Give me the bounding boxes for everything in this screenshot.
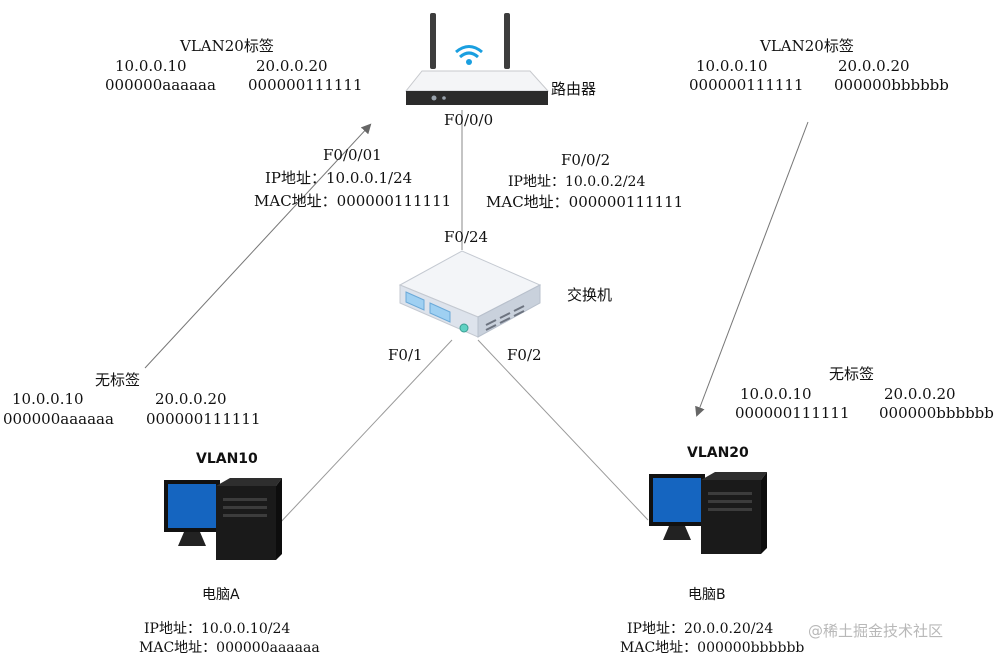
switch-port-f0-1: F0/1 [388,346,423,364]
pc-b-vlan-label: VLAN20 [687,445,749,461]
subinterface-right-name: F0/0/2 [561,151,611,169]
frame-bottom-right-src-ip: 10.0.0.10 [740,385,812,403]
frame-bottom-right-tag: 无标签 [829,365,875,383]
pc-a-label: 电脑A [202,587,240,603]
frame-top-right-dst-ip: 20.0.0.20 [838,57,910,75]
frame-bottom-left-src-mac: 000000aaaaaa [3,410,114,428]
frame-top-right-src-mac: 000000111111 [689,76,804,94]
frame-bottom-right-src-mac: 000000111111 [735,404,850,422]
frame-bottom-left-src-ip: 10.0.0.10 [12,390,84,408]
pc-b-mac: MAC地址：000000bbbbbb [620,640,805,656]
frame-top-right-dst-mac: 000000bbbbbb [834,76,949,94]
arrow-to-pc-b [695,121,809,417]
router-icon [402,5,552,110]
pc-a-mac: MAC地址：000000aaaaaa [139,640,320,656]
frame-top-left-src-mac: 000000aaaaaa [105,76,216,94]
watermark: @稀土掘金技术社区 [808,622,944,640]
subinterface-left-ip: IP地址：10.0.0.1/24 [265,169,413,187]
frame-bottom-right-dst-ip: 20.0.0.20 [884,385,956,403]
computer-b-icon [645,468,767,558]
frame-bottom-left-dst-ip: 20.0.0.20 [155,390,227,408]
pc-b-label: 电脑B [688,587,726,603]
frame-top-left-tag: VLAN20标签 [180,37,274,55]
switch-pc-b-link [477,339,649,521]
switch-uplink-port: F0/24 [444,228,489,246]
frame-bottom-right-dst-mac: 000000bbbbbb [879,404,994,422]
switch-label: 交换机 [567,286,613,304]
subinterface-right-mac: MAC地址：000000111111 [486,193,684,211]
subinterface-right-ip: IP地址：10.0.0.2/24 [508,174,646,190]
router-label: 路由器 [551,80,597,98]
router-port-label: F0/0/0 [444,111,494,129]
frame-top-left-dst-ip: 20.0.0.20 [256,57,328,75]
computer-a-icon [160,474,282,564]
frame-top-right-tag: VLAN20标签 [760,37,854,55]
frame-bottom-left-tag: 无标签 [95,371,141,389]
frame-top-left-src-ip: 10.0.0.10 [115,57,187,75]
subinterface-left-mac: MAC地址：000000111111 [254,192,452,210]
pc-a-ip: IP地址：10.0.0.10/24 [144,621,291,637]
switch-port-f0-2: F0/2 [507,346,542,364]
switch-icon [394,245,546,340]
pc-b-ip: IP地址：20.0.0.20/24 [627,621,774,637]
frame-bottom-left-dst-mac: 000000111111 [146,410,261,428]
frame-top-left-dst-mac: 000000111111 [248,76,363,94]
frame-top-right-src-ip: 10.0.0.10 [696,57,768,75]
pc-a-vlan-label: VLAN10 [196,451,258,467]
arrow-to-router [144,123,372,369]
switch-pc-a-link [277,339,453,526]
subinterface-left-name: F0/0/01 [323,146,382,164]
